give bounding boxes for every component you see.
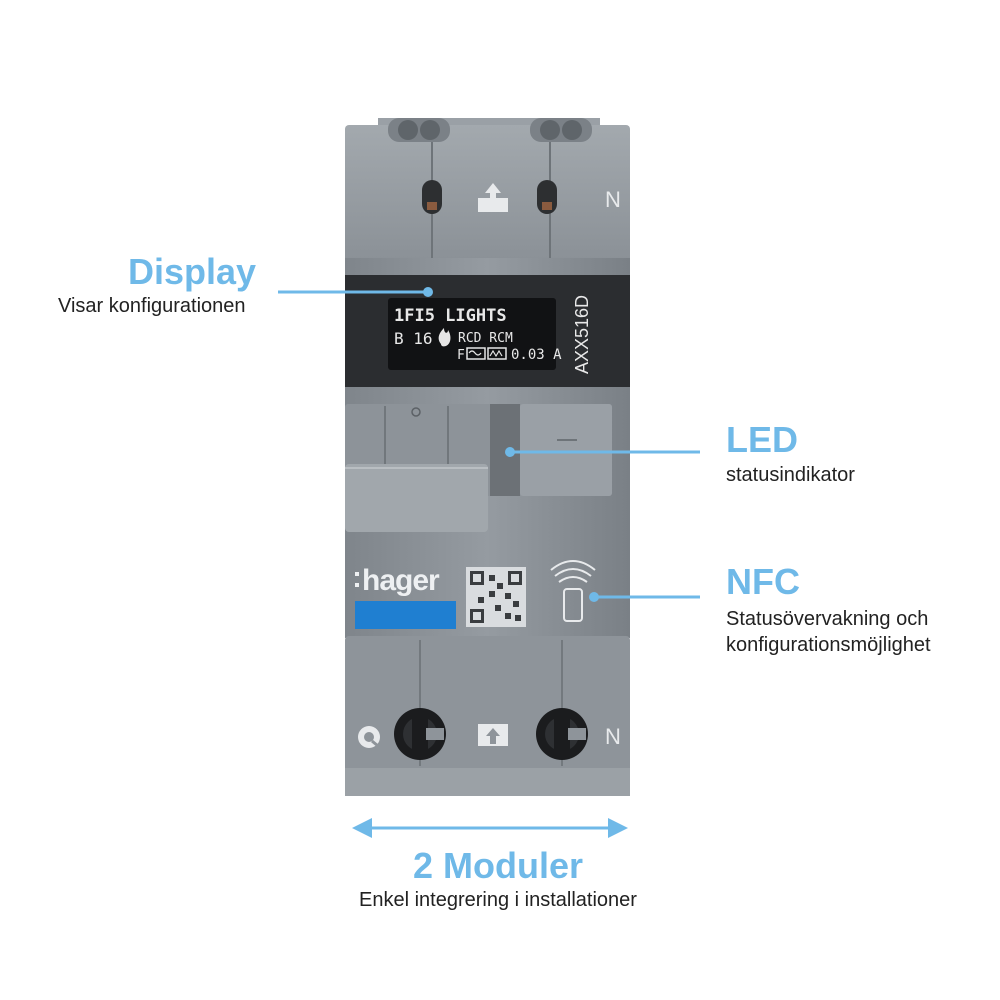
brand-area bbox=[355, 560, 596, 629]
display-type: F bbox=[457, 348, 465, 363]
display-line1: 1FI5 LIGHTS bbox=[394, 306, 507, 326]
display-rcd-label: RCD RCM bbox=[458, 331, 513, 346]
callout-lines bbox=[278, 287, 700, 602]
terminal-bottom-label: N bbox=[605, 724, 621, 749]
nfc-callout-title: NFC bbox=[726, 561, 800, 602]
screw-icon bbox=[536, 708, 588, 760]
arrow-up-icon bbox=[478, 724, 508, 746]
width-arrow bbox=[352, 818, 628, 838]
modules-callout-title: 2 Moduler bbox=[412, 845, 583, 886]
brand-logo-dots bbox=[355, 572, 359, 587]
top-terminal-block bbox=[345, 118, 630, 265]
modules-callout-subtitle: Enkel integrering i installationer bbox=[359, 889, 637, 911]
display-sensitivity: 0.03 A bbox=[511, 347, 562, 363]
nfc-phone-icon bbox=[550, 560, 596, 622]
quality-mark-icon bbox=[358, 726, 380, 748]
display-panel bbox=[345, 275, 630, 387]
led-callout-title: LED bbox=[726, 419, 798, 460]
qr-code-icon bbox=[466, 567, 526, 627]
display-callout-title: Display bbox=[128, 251, 257, 292]
arrow-up-icon bbox=[478, 183, 508, 212]
nfc-callout-subtitle-line1: Statusövervakning och bbox=[726, 608, 929, 630]
screw-icon bbox=[394, 708, 446, 760]
brand-logo: hager bbox=[362, 564, 440, 597]
nfc-callout-subtitle-line2: konfigurationsmöjlighet bbox=[726, 634, 931, 656]
display-callout-subtitle: Visar konfigurationen bbox=[58, 295, 246, 317]
bottom-terminal-block bbox=[345, 636, 630, 796]
breaker-handle[interactable] bbox=[345, 404, 612, 532]
display-rating: B 16 bbox=[394, 329, 433, 348]
model-label: AXX516D bbox=[572, 295, 592, 374]
terminal-top-label: N bbox=[605, 187, 621, 212]
flame-icon bbox=[438, 328, 451, 347]
led-callout-subtitle: statusindikator bbox=[726, 464, 855, 486]
